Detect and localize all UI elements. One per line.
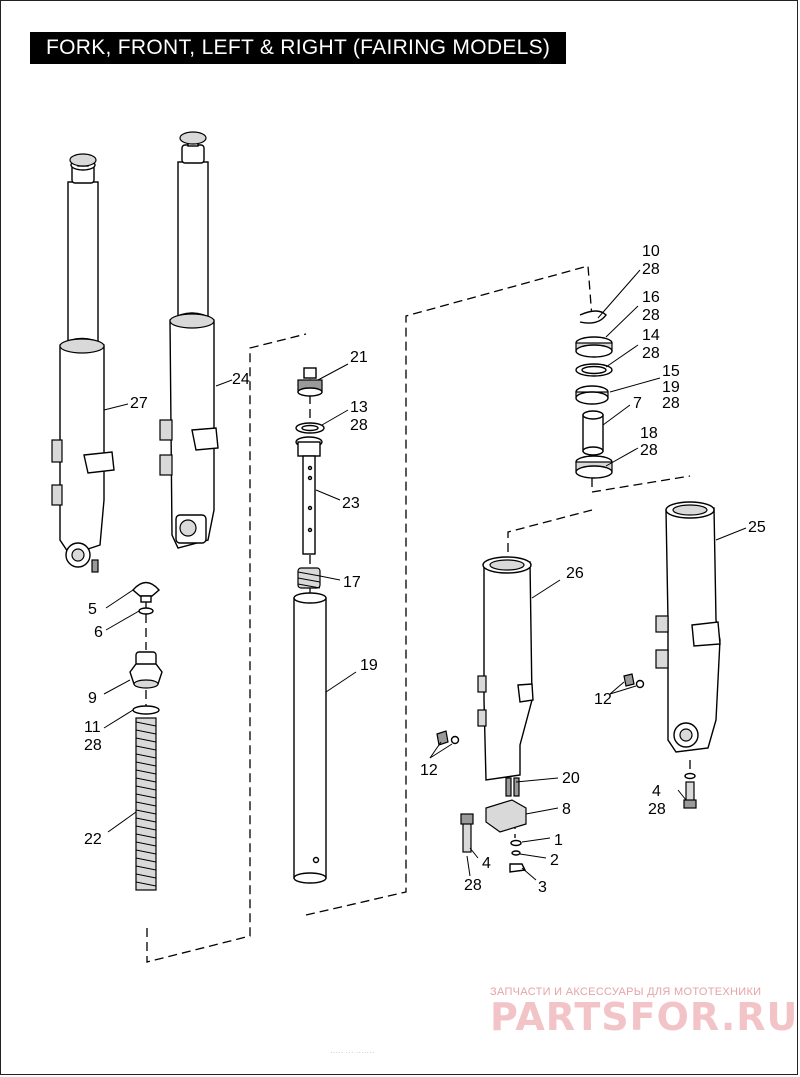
- callout-19: 19: [360, 657, 378, 674]
- callout-2: 2: [550, 852, 559, 869]
- callout-25: 25: [748, 519, 766, 536]
- assembly-lines: [145, 265, 691, 963]
- callout-28: 28: [640, 442, 658, 459]
- callout-20: 20: [562, 770, 580, 787]
- callout-13: 13: [350, 399, 368, 416]
- bushing-stack: [575, 310, 613, 479]
- callout-17: 17: [343, 574, 361, 591]
- callout-3: 3: [538, 879, 547, 896]
- callout-4: 4: [652, 783, 661, 800]
- callout-5: 5: [88, 601, 97, 618]
- callout-23: 23: [342, 495, 360, 512]
- callout-12: 12: [594, 691, 612, 708]
- callout-21: 21: [350, 349, 368, 366]
- callout-15: 15: [662, 363, 680, 380]
- leader-lines: [103, 269, 747, 881]
- fork-assembly-24: [159, 131, 219, 549]
- damper-internals: [293, 367, 327, 884]
- callout-24: 24: [232, 371, 250, 388]
- slider-25: [655, 501, 721, 753]
- footer-faint-text: ····· ··· ·······: [330, 1048, 374, 1057]
- callout-28: 28: [642, 345, 660, 362]
- callout-1: 1: [554, 832, 563, 849]
- page-title: FORK, FRONT, LEFT & RIGHT (FAIRING MODEL…: [30, 32, 567, 64]
- callout-26: 26: [566, 565, 584, 582]
- callout-11: 11: [84, 719, 101, 736]
- callout-19: 19: [662, 379, 680, 396]
- spring-stack: [129, 581, 163, 891]
- callout-16: 16: [642, 289, 660, 306]
- callout-12: 12: [420, 762, 438, 779]
- watermark-tagline: ЗАПЧАСТИ И АКСЕССУАРЫ ДЛЯ МОТОТЕХНИКИ: [490, 986, 761, 998]
- callout-28: 28: [642, 261, 660, 278]
- callout-28: 28: [642, 307, 660, 324]
- callout-28: 28: [84, 737, 102, 754]
- callout-22: 22: [84, 831, 102, 848]
- callout-14: 14: [642, 327, 660, 344]
- callout-9: 9: [88, 690, 97, 707]
- slider-26: [477, 556, 534, 797]
- spring-22: [135, 717, 157, 891]
- callout-28: 28: [648, 801, 666, 818]
- fork-assembly-27: [51, 153, 115, 573]
- callout-18: 18: [640, 425, 658, 442]
- hardware: [436, 673, 697, 873]
- callout-7: 7: [633, 395, 642, 412]
- callout-28: 28: [350, 417, 368, 434]
- watermark: ЗАПЧАСТИ И АКСЕССУАРЫ ДЛЯ МОТОТЕХНИКИ PA…: [490, 986, 798, 1039]
- watermark-brand: PARTSFOR.RU: [490, 995, 798, 1039]
- callout-28: 28: [662, 395, 680, 412]
- callout-8: 8: [562, 801, 571, 818]
- callout-4: 4: [482, 855, 491, 872]
- callout-10: 10: [642, 243, 660, 260]
- callout-28: 28: [464, 877, 482, 894]
- callout-27: 27: [130, 395, 148, 412]
- callout-labels: 10 28 16 28 14 28 15 19 28 7 18 28 21 13…: [84, 243, 766, 896]
- callout-6: 6: [94, 624, 103, 641]
